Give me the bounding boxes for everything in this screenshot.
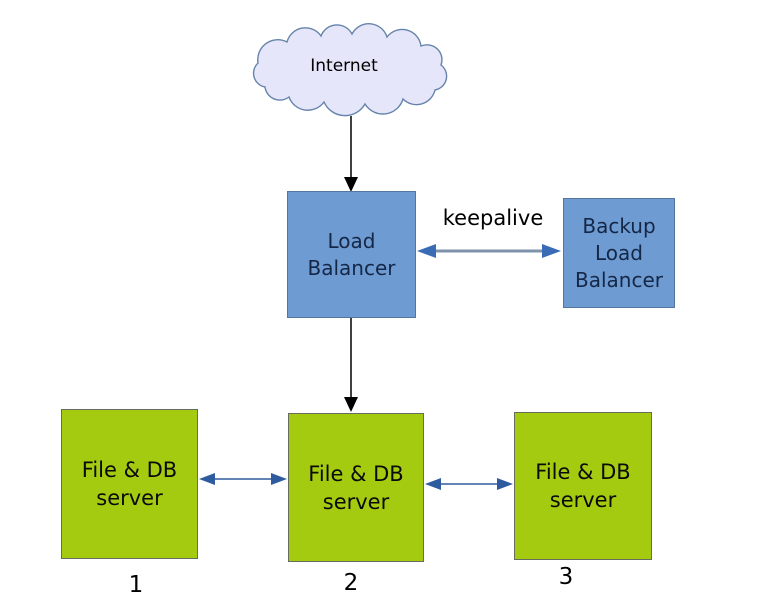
keepalive-arrowhead-right bbox=[542, 244, 561, 258]
file-db-server-1-label: File & DB server bbox=[81, 458, 178, 510]
file-db-server-3-node: File & DB server bbox=[514, 412, 652, 560]
load-balancer-label: Load Balancer bbox=[307, 228, 396, 280]
server1-server2-arrowhead-left bbox=[199, 473, 215, 485]
lb-to-server2-arrowhead bbox=[344, 397, 358, 412]
server1-server2-arrowhead-right bbox=[271, 473, 287, 485]
keepalive-arrowhead-left bbox=[417, 244, 436, 258]
server-2-number: 2 bbox=[343, 570, 359, 596]
server-1-number: 1 bbox=[128, 572, 144, 598]
backup-load-balancer-node: Backup Load Balancer bbox=[563, 198, 675, 308]
internet-to-lb-arrowhead bbox=[344, 177, 358, 192]
file-db-server-2-label: File & DB server bbox=[308, 461, 404, 514]
file-db-server-2-node: File & DB server bbox=[288, 413, 424, 562]
server-3-number: 3 bbox=[558, 564, 574, 590]
backup-load-balancer-label: Backup Load Balancer bbox=[575, 213, 663, 292]
internet-cloud-label: Internet bbox=[310, 56, 378, 76]
keepalive-edge-label: keepalive bbox=[442, 206, 544, 230]
server2-server3-arrowhead-right bbox=[497, 478, 513, 490]
load-balancer-node: Load Balancer bbox=[287, 191, 416, 318]
internet-cloud-shape bbox=[252, 23, 448, 117]
server2-server3-arrowhead-left bbox=[425, 478, 441, 490]
file-db-server-1-node: File & DB server bbox=[61, 409, 198, 559]
file-db-server-3-label: File & DB server bbox=[535, 460, 631, 512]
